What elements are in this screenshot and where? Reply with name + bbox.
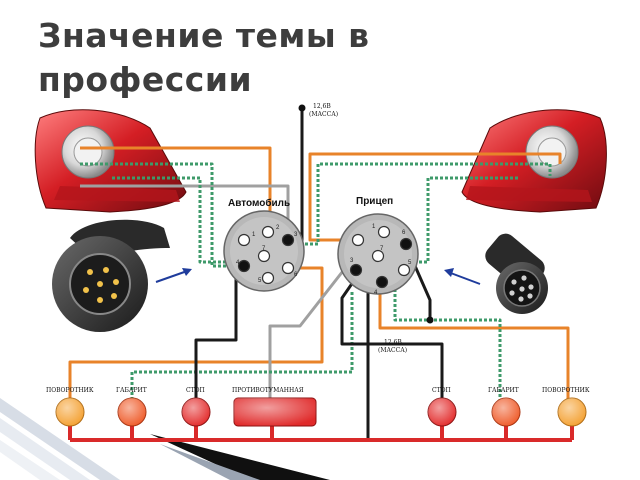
car-connector: 1 2 3 7 4 5 6	[223, 210, 305, 292]
lamp-marker-right: ГАБАРИТ	[488, 387, 521, 427]
ground-top-note: (МАССА)	[309, 111, 338, 118]
lamp-label: ПОВОРОТНИК	[542, 387, 590, 394]
left-plug-socket	[52, 219, 170, 332]
trailer-pin-label: 5	[408, 260, 412, 266]
trailer-pin-label: 1	[372, 224, 376, 230]
car-pin-label: 7	[262, 246, 266, 252]
wire-green	[80, 162, 236, 268]
car-pin-label: 5	[258, 278, 262, 284]
left-tail-light	[34, 109, 187, 213]
trailer-pin-label: 6	[402, 230, 406, 236]
trailer-connector: 1 6 7 3 5 4	[337, 213, 419, 296]
connector-trailer-label: Прицеп	[356, 196, 393, 207]
car-pin-label: 2	[276, 225, 280, 231]
car-pin-label: 6	[294, 272, 298, 278]
lamp-turn-right: ПОВОРОТНИК	[542, 387, 590, 427]
wire-gray	[268, 261, 352, 400]
wire-orange	[378, 284, 570, 400]
lamp-fog: ПРОТИВОТУМАННАЯ	[232, 387, 317, 427]
arrow-right	[444, 268, 481, 285]
lamp-label: СТОП	[432, 387, 451, 394]
ground-top-voltage: 12,6В	[313, 103, 331, 110]
lamp-label: СТОП	[186, 387, 205, 394]
wire-green	[290, 162, 552, 246]
lamp-stop-right: СТОП	[427, 387, 457, 427]
wire-orange	[68, 266, 324, 400]
wire-green	[110, 176, 236, 264]
trailer-pin-label: 7	[380, 246, 384, 252]
lamp-marker-left: ГАБАРИТ	[116, 387, 147, 427]
ground-bottom-voltage: 12,6В	[384, 339, 402, 346]
lamp-turn-left: ПОВОРОТНИК	[46, 387, 94, 427]
wire-green	[393, 284, 502, 400]
car-pin-label: 4	[236, 260, 240, 266]
wire-black	[340, 271, 444, 400]
ground-bottom-note: (МАССА)	[378, 347, 407, 354]
connector-car-label: Автомобиль	[228, 197, 290, 209]
car-pin-label: 1	[252, 232, 256, 238]
lamp-label: ПРОТИВОТУМАННАЯ	[232, 387, 304, 394]
wire-orange	[80, 146, 272, 228]
trailer-pin-label: 4	[374, 290, 378, 296]
wire-green	[130, 292, 354, 400]
lamp-stop-left: СТОП	[181, 387, 211, 427]
arrow-left	[155, 268, 192, 283]
wire-orange	[308, 152, 562, 242]
lamp-label: ГАБАРИТ	[116, 387, 147, 394]
ground-top: 12,6В (МАССА)	[298, 103, 338, 118]
ground-bottom: 12,6В (МАССА)	[378, 316, 434, 354]
car-pin-label: 3	[294, 232, 298, 238]
slide-title: Значение темы в профессии	[38, 16, 370, 99]
lamp-label: ГАБАРИТ	[488, 387, 519, 394]
right-tail-light	[461, 109, 607, 213]
lamp-label: ПОВОРОТНИК	[46, 387, 94, 394]
decorative-stripes	[0, 398, 330, 480]
right-plug	[485, 233, 548, 314]
trailer-pin-label: 3	[350, 258, 354, 264]
